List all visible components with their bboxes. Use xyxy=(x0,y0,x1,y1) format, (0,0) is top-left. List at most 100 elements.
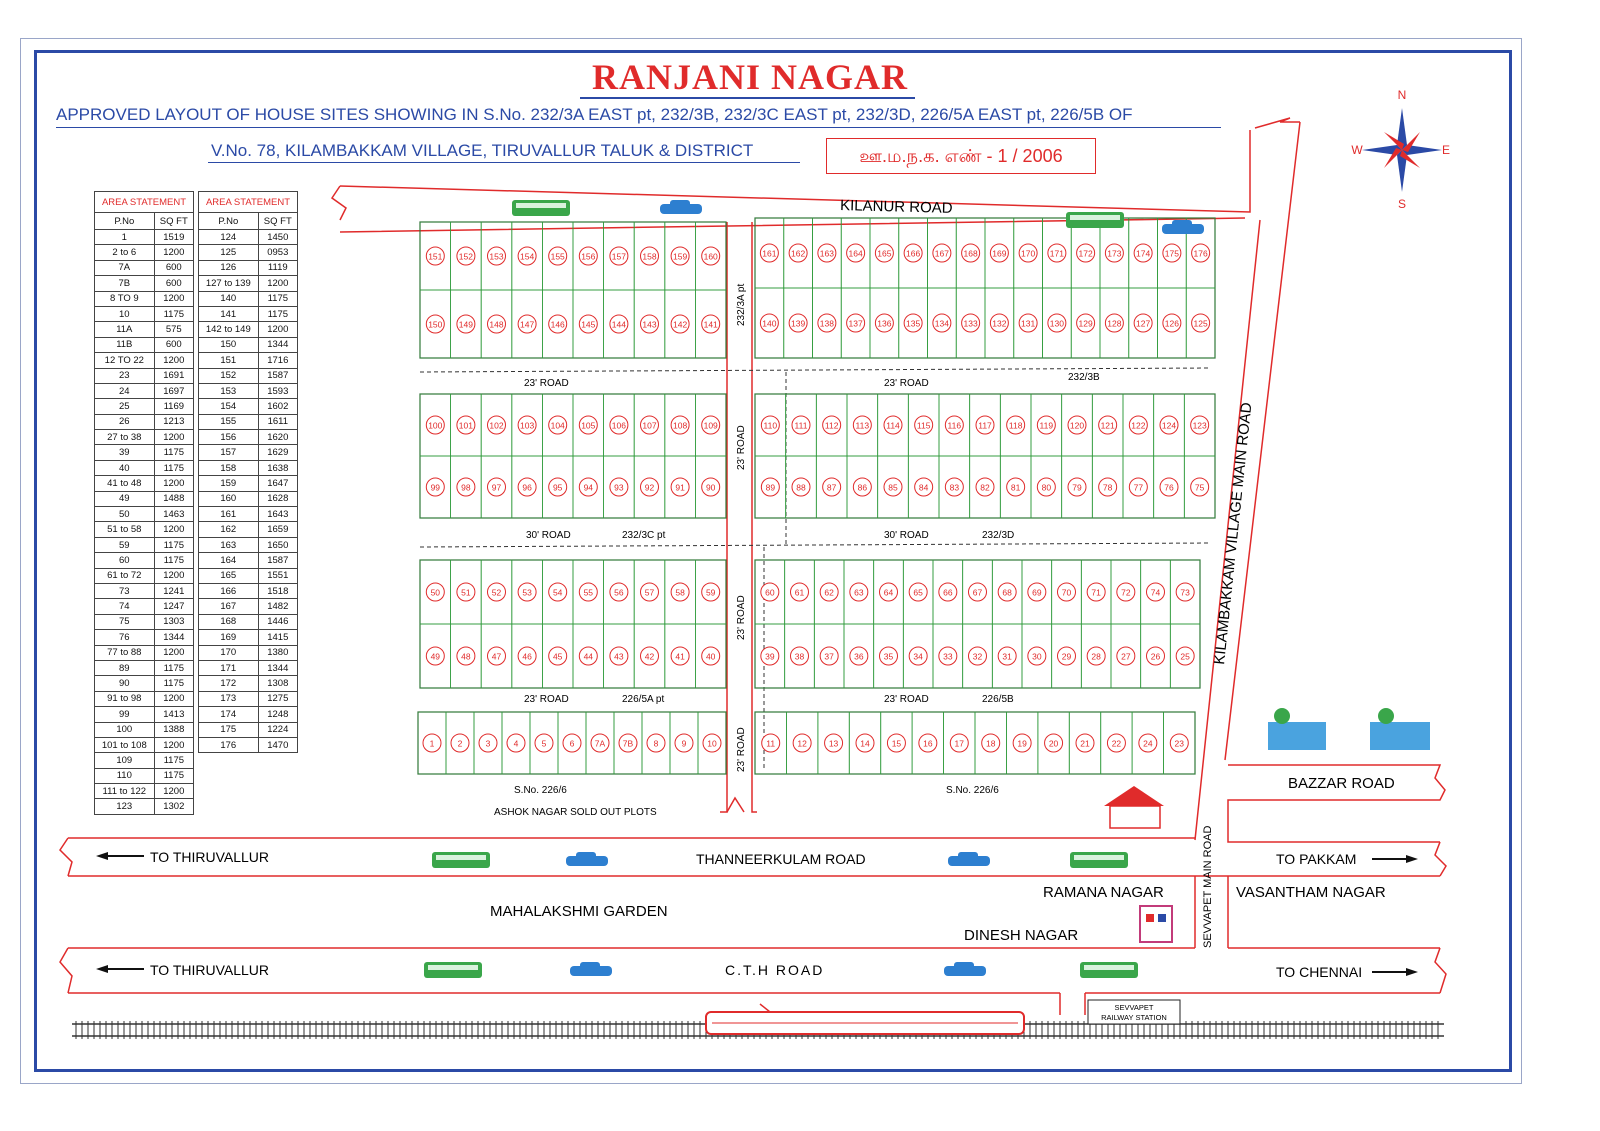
plot-number: 124 xyxy=(1162,421,1176,431)
plot-number-circle xyxy=(760,582,780,602)
plot-number-circle xyxy=(640,314,659,334)
plot-number-circle xyxy=(879,582,898,602)
plot-number: 59 xyxy=(706,588,716,598)
plot-number: 136 xyxy=(877,319,891,329)
plot-number-circle xyxy=(849,582,869,602)
approval-number: ஊ.ம.ந.க. எண் - 1 / 2006 xyxy=(826,138,1096,174)
bus-icon xyxy=(1080,962,1138,978)
plot-number-circle xyxy=(903,243,923,263)
plot-number: 160 xyxy=(704,252,718,262)
plot-number: 135 xyxy=(906,319,920,329)
plot-number: 118 xyxy=(1009,421,1023,431)
plot-number: 153 xyxy=(489,252,503,262)
plot-number-circle xyxy=(824,733,844,753)
plot-number: 144 xyxy=(612,320,626,330)
plot-number-circle xyxy=(1076,313,1096,333)
bazzar-road-label: BAZZAR ROAD xyxy=(1288,775,1395,792)
plot-number-circle xyxy=(1175,582,1195,602)
plot-number-circle xyxy=(1057,582,1076,602)
area-cell: 600 xyxy=(153,336,195,354)
plot-number: 97 xyxy=(492,483,502,493)
plot-number-circle xyxy=(578,646,598,666)
plot-number: 145 xyxy=(581,320,595,330)
plot-number-circle xyxy=(702,733,722,753)
car-icon xyxy=(660,200,702,214)
plot-number: 151 xyxy=(428,252,442,262)
plot-number: 150 xyxy=(428,320,442,330)
plot-number: 20 xyxy=(1049,739,1059,749)
plot-number: 149 xyxy=(459,320,473,330)
plot-number-circle xyxy=(548,646,568,666)
survey-226-6-left: S.No. 226/6 xyxy=(514,785,567,796)
plot-number: 110 xyxy=(764,421,778,431)
plot-number-circle xyxy=(1086,582,1106,602)
plot-number-circle xyxy=(640,646,659,666)
plot-number: 83 xyxy=(950,483,960,493)
plot-number: 55 xyxy=(584,588,594,598)
plot-number-cell: 154 xyxy=(198,398,259,415)
to-thiruvallur-label-1: TO THIRUVALLUR xyxy=(150,849,269,865)
compass-south: S xyxy=(1398,197,1406,211)
plot-number-cell: 153 xyxy=(198,382,259,400)
plot-number: 130 xyxy=(1050,319,1064,329)
plot-number: 156 xyxy=(581,252,595,262)
plot-number-circle xyxy=(944,415,964,435)
plot-number-circle xyxy=(932,313,952,333)
plot-number: 74 xyxy=(1151,588,1161,598)
plot-outline xyxy=(1169,623,1201,689)
plot-number-circle xyxy=(609,415,629,435)
plot-number: 98 xyxy=(461,483,471,493)
plot-number: 114 xyxy=(886,421,900,431)
plot-number-circle xyxy=(425,314,445,334)
plot-number: 120 xyxy=(1070,421,1084,431)
plot-number-circle xyxy=(487,582,506,602)
plot-number-circle xyxy=(517,477,537,497)
plot-number-circle xyxy=(609,246,629,266)
plot-number-circle xyxy=(487,477,506,497)
plot-number: 25 xyxy=(1180,652,1190,662)
plot-number: 140 xyxy=(762,319,776,329)
subtitle-underline-1 xyxy=(56,127,1221,128)
plot-number: 48 xyxy=(461,652,471,662)
train-icon xyxy=(705,1003,1025,1035)
plot-number-circle xyxy=(1027,646,1047,666)
plot-number: 139 xyxy=(791,319,805,329)
plot-number-circle xyxy=(487,246,506,266)
plot-number: 171 xyxy=(1050,249,1064,259)
plot-number-circle xyxy=(1191,243,1211,263)
area-cell: 0953 xyxy=(257,244,299,261)
plot-number-circle xyxy=(578,314,598,334)
dinesh-nagar-label: DINESH NAGAR xyxy=(964,927,1078,944)
plot-number: 132 xyxy=(992,319,1006,329)
plot-number-circle xyxy=(883,477,903,497)
plot-number-circle xyxy=(819,646,839,666)
plot-number-circle xyxy=(425,646,445,666)
plot-number-circle xyxy=(1162,313,1182,333)
plot-number-circle xyxy=(1076,243,1096,263)
plot-number: 81 xyxy=(1011,483,1021,493)
plot-number: 36 xyxy=(854,652,864,662)
plot-number: 29 xyxy=(1062,652,1072,662)
plot-number-circle xyxy=(1175,646,1195,666)
plot-number: 7B xyxy=(623,739,634,749)
survey-226-5a: 226/5A pt xyxy=(622,694,664,705)
plot-number: 91 xyxy=(675,483,685,493)
plot-number: 96 xyxy=(522,483,532,493)
plot-number-circle xyxy=(989,243,1009,263)
plot-number: 49 xyxy=(431,652,441,662)
plot-number-circle xyxy=(822,477,842,497)
plot-number-circle xyxy=(425,246,445,266)
plot-number-circle xyxy=(548,582,568,602)
plot-number-circle xyxy=(1047,243,1067,263)
